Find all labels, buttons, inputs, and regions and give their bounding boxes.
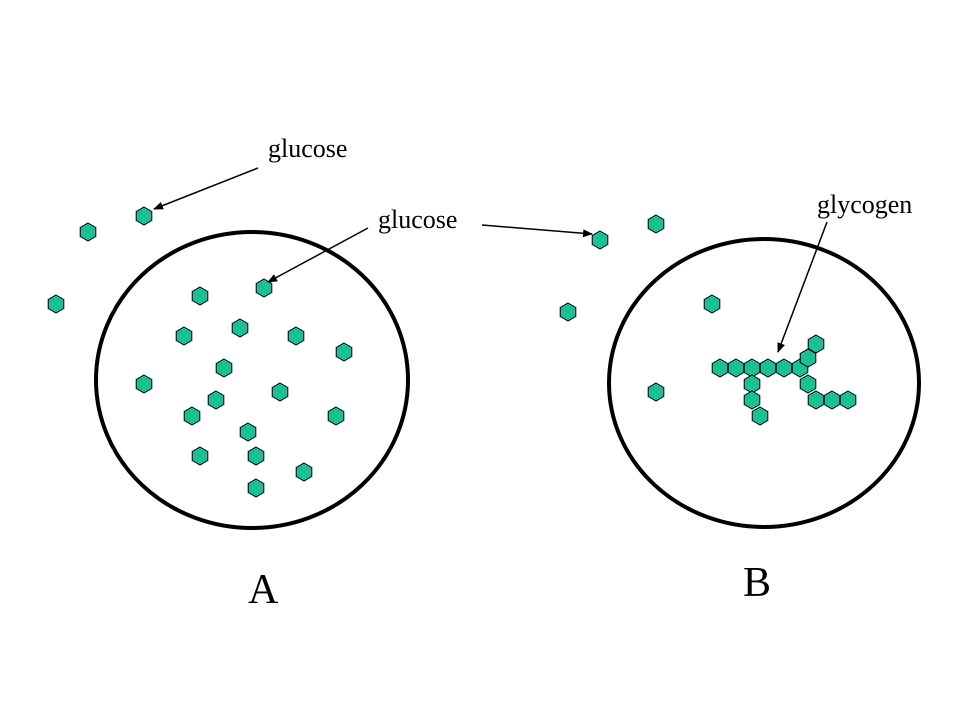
glucose-molecule-icon [135, 206, 153, 226]
glucose-molecule-icon [559, 302, 577, 322]
label-glycogen: glycogen [817, 190, 912, 219]
glucose-molecule-icon [191, 446, 209, 466]
glucose-molecule-icon [191, 286, 209, 306]
arrow-glucose-to-b [481, 224, 593, 238]
glucose-molecule-icon [711, 358, 729, 378]
glucose-molecule-icon [295, 462, 313, 482]
glucose-molecule-icon [215, 358, 233, 378]
glucose-molecule-icon [759, 358, 777, 378]
glucose-molecule-icon [647, 382, 665, 402]
glucose-molecule-icon [239, 422, 257, 442]
glucose-molecule-icon [255, 278, 273, 298]
glucose-molecule-icon [335, 342, 353, 362]
glucose-molecule-icon [183, 406, 201, 426]
glucose-molecule-icon [743, 374, 761, 394]
label-glucose-outside: glucose [268, 134, 347, 163]
glucose-molecule-icon [807, 390, 825, 410]
arrow-glucose-inside [267, 227, 369, 283]
cell-a-glucose-group [135, 278, 353, 498]
glucose-molecule-icon [703, 294, 721, 314]
glucose-molecule-icon [591, 230, 609, 250]
glucose-molecule-icon [775, 358, 793, 378]
label-cell-b: B [743, 560, 771, 606]
glucose-molecule-icon [743, 390, 761, 410]
glucose-molecule-icon [751, 406, 769, 426]
label-glucose-inside: glucose [378, 205, 457, 234]
glucose-molecule-icon [135, 374, 153, 394]
glucose-molecule-icon [799, 374, 817, 394]
glucose-molecule-icon [823, 390, 841, 410]
cell-a-outline [94, 230, 410, 530]
glycogen-chain-group [711, 334, 857, 426]
glucose-molecule-icon [247, 478, 265, 498]
cell-b-glucose-group [647, 294, 721, 402]
arrow-glycogen [777, 221, 828, 353]
glucose-molecule-icon [47, 294, 65, 314]
glucose-molecule-icon [247, 446, 265, 466]
glucose-molecule-icon [207, 390, 225, 410]
glucose-molecule-icon [175, 326, 193, 346]
glucose-molecule-icon [743, 358, 761, 378]
glucose-molecule-icon [231, 318, 249, 338]
glucose-molecule-icon [839, 390, 857, 410]
glucose-molecule-icon [647, 214, 665, 234]
free-glucose-group [47, 206, 665, 322]
glucose-molecule-icon [287, 326, 305, 346]
arrow-glucose-outside [153, 167, 259, 210]
glucose-molecule-icon [327, 406, 345, 426]
glucose-molecule-icon [799, 348, 817, 368]
glucose-molecule-icon [79, 222, 97, 242]
glucose-molecule-icon [271, 382, 289, 402]
glucose-molecule-icon [727, 358, 745, 378]
glucose-molecule-icon [807, 334, 825, 354]
cell-b-outline [607, 237, 921, 529]
label-cell-a: A [248, 567, 279, 613]
